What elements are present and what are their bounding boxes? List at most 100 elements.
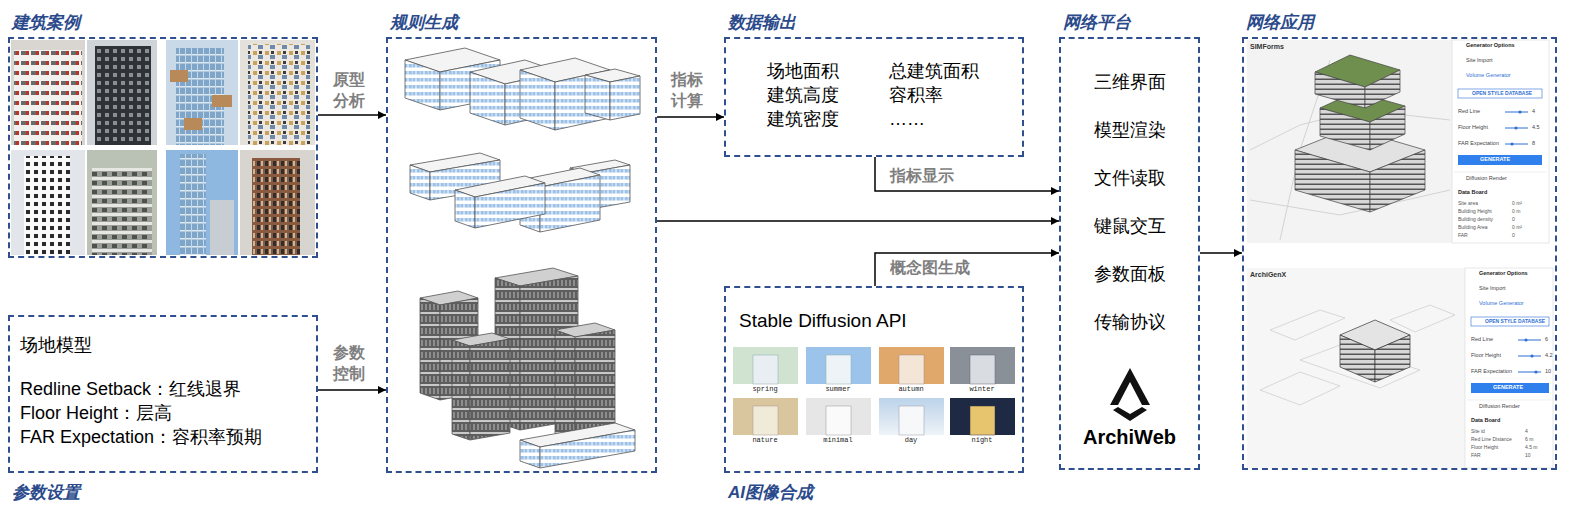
massing-models-part (610, 76, 640, 120)
node-text: 场地模型 (20, 335, 92, 357)
ui-label: Building Area (1458, 225, 1487, 230)
photo-collage-part (11, 40, 85, 145)
ui-label: Floor Height (1471, 445, 1498, 450)
render-thumbnails-part (826, 355, 851, 384)
section-heading: AI图像合成 (728, 483, 813, 503)
photo-collage-part (212, 95, 232, 107)
render-thumbnails-part (806, 398, 871, 435)
ui-label: Red Line Distance (1471, 437, 1512, 442)
ui-label: Diffusion Render (1479, 404, 1520, 410)
massing-models-part (585, 75, 610, 120)
app-screenshots-part (1458, 89, 1542, 98)
massing-models-part (410, 165, 430, 200)
node-text: 总建筑面积 (889, 61, 979, 83)
ui-label: Red Line (1471, 337, 1493, 343)
render-thumbnails-part (950, 398, 1015, 435)
ui-label: Site id (1471, 429, 1485, 434)
arrow-connector (875, 253, 1059, 286)
app-screenshots-part (1315, 72, 1365, 108)
ui-label: 6 m (1525, 437, 1533, 442)
photo-collage-part (240, 150, 315, 255)
photo-collage-part (170, 70, 188, 82)
node-text: Stable Diffusion API (739, 310, 907, 333)
photo-collage-part (240, 40, 315, 145)
dashed-box: 场地模型Redline Setback：红线退界Floor Height：层高F… (8, 315, 318, 473)
ui-label: 8 (1532, 141, 1535, 147)
app-screenshots-part (1505, 112, 1528, 113)
ui-label: Generator Options (1479, 271, 1528, 277)
ui-label: Floor Height (1458, 125, 1488, 131)
node-text: 文件读取 (1061, 168, 1198, 190)
massing-models-part (520, 440, 540, 468)
ui-label: 4 (1525, 429, 1528, 434)
section-heading: 数据输出 (728, 13, 796, 33)
app-screenshots-part (1295, 150, 1370, 212)
edge-label: 概念图生成 (890, 258, 970, 279)
photo-collage-part (184, 118, 202, 130)
ui-label: OPEN STYLE DATABASE (1472, 91, 1532, 96)
massing-models-part (540, 175, 600, 232)
ui-label: FAR Expectation (1471, 369, 1512, 375)
massing-models (405, 48, 640, 468)
ui-label: 0 m² (1512, 225, 1522, 230)
node-text: ArchiWeb (1061, 425, 1198, 449)
render-thumbnails-part (733, 398, 798, 435)
massing-models-part (470, 339, 510, 440)
render-thumbnails-part (879, 398, 944, 435)
app-screenshots-part (1260, 372, 1340, 405)
section-heading: 网络应用 (1246, 13, 1314, 33)
app-screenshots-part (1471, 317, 1549, 326)
photo-collage-part (248, 44, 310, 145)
app-screenshots-part (1471, 383, 1549, 393)
dashed-box: 数据输出场地面积总建筑面积建筑高度容积率建筑密度…… (724, 37, 1024, 157)
ui-label: 4.2 (1545, 353, 1553, 359)
dashed-box: 规则生成 (386, 37, 657, 473)
edge-label: 指标计算 (671, 70, 703, 112)
app-screenshots-part (1375, 335, 1410, 382)
massing-models-part (470, 72, 505, 125)
node-text: FAR Expectation：容积率预期 (20, 427, 262, 449)
massing-models-part (420, 298, 440, 400)
edge-label: 指标显示 (890, 166, 954, 187)
render-thumbnails-part (826, 406, 851, 435)
app-screenshots-part (1452, 40, 1549, 243)
app-screenshots-part (1340, 335, 1375, 382)
ui-label: GENERATE (1493, 385, 1523, 391)
app-screenshots-part (1534, 370, 1537, 373)
app-screenshots-part (1465, 268, 1553, 468)
thumbnail-caption: nature (752, 437, 777, 444)
app-screenshots-part (1530, 354, 1533, 357)
ui-label: 0 (1512, 217, 1515, 222)
render-thumbnails-part (970, 355, 995, 384)
app-screenshots-part (1514, 126, 1517, 129)
app-screenshots-part (1518, 110, 1521, 113)
archiweb-logo (1110, 368, 1150, 421)
render-thumbnails-part (899, 406, 924, 435)
ui-label: Diffusion Render (1466, 176, 1507, 182)
render-thumbnails-part (806, 347, 871, 384)
app-screenshots-part (1524, 338, 1527, 341)
ui-label: FAR (1471, 453, 1481, 458)
app-screenshots-part (1370, 106, 1405, 150)
app-screenshots-part (1247, 268, 1465, 468)
dashed-box: 网络平台三维界面模型渲染文件读取键鼠交互参数面板传输协议ArchiWeb (1059, 37, 1200, 470)
ui-label: Building Height (1458, 209, 1492, 214)
ui-label: 4.5 m (1525, 445, 1538, 450)
thumbnail-caption: spring (752, 386, 777, 393)
dashed-box: Stable Diffusion APIAI图像合成 (724, 286, 1024, 473)
render-thumbnails-part (879, 347, 944, 384)
ui-label: ArchiGenX (1250, 271, 1286, 278)
app-screenshots-part (1454, 172, 1547, 173)
ui-label: 0 m² (1512, 201, 1522, 206)
dashed-box: 建筑案例 (8, 37, 318, 258)
node-text: Redline Setback：红线退界 (20, 379, 241, 401)
node-text: 参数面板 (1061, 264, 1198, 286)
ui-label: 6 (1545, 337, 1548, 343)
node-text: 键鼠交互 (1061, 216, 1198, 238)
ui-label: Volume Generator (1466, 73, 1511, 79)
ui-label: Data Board (1458, 190, 1487, 196)
ui-label: Building density (1458, 217, 1493, 222)
ui-label: SIMForms (1250, 43, 1284, 50)
node-text: 三维界面 (1061, 72, 1198, 94)
ui-label: Data Board (1471, 418, 1500, 424)
